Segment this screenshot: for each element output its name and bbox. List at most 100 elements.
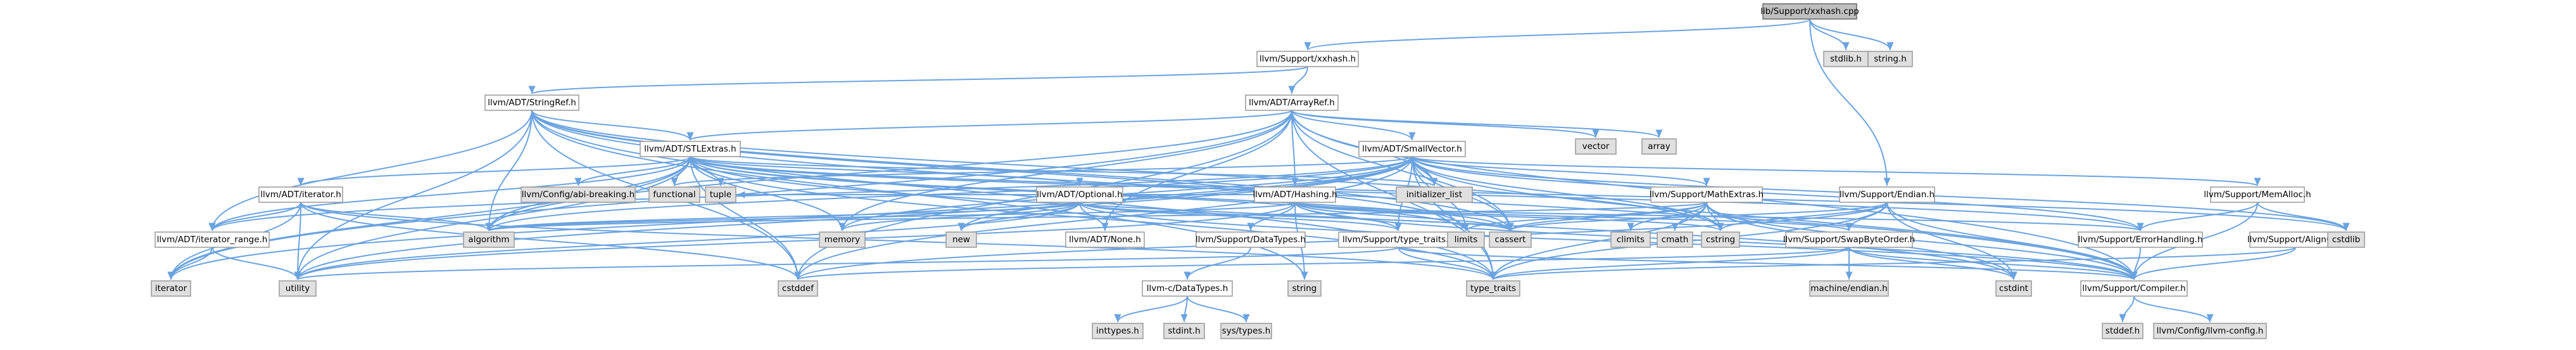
node-box — [1762, 3, 1857, 20]
node-memory[interactable]: memory — [819, 231, 866, 248]
node-stlextras[interactable]: llvm/ADT/STLExtras.h — [640, 141, 741, 157]
edge-hashing-to-cassert — [1294, 202, 1514, 231]
node-label: cstddef — [782, 283, 814, 294]
node-none-h[interactable]: llvm/ADT/None.h — [1065, 231, 1145, 248]
node-box — [1575, 138, 1617, 155]
edge-alignof-to-type-traits — [1490, 247, 2296, 280]
edge-swapbyteorder-to-compiler — [1848, 247, 2138, 280]
edge-stlextras-to-iterator-h — [297, 156, 691, 186]
edge-type-traits-h-to-type-traits — [1398, 247, 1497, 280]
edge-endian-to-cstring — [1717, 202, 1888, 231]
node-iterator-h[interactable]: llvm/ADT/iterator.h — [258, 186, 343, 203]
node-label: string.h — [1874, 54, 1907, 64]
edge-smallvector-to-errorhandling — [1411, 156, 2144, 231]
node-label: llvm/Support/xxhash.h — [1260, 54, 1356, 64]
edge-endian-to-cassert — [1506, 202, 1888, 231]
node-utility[interactable]: utility — [279, 280, 317, 297]
node-box — [1338, 231, 1458, 248]
node-mathextras[interactable]: llvm/Support/MathExtras.h — [1650, 186, 1764, 203]
node-vector[interactable]: vector — [1575, 138, 1617, 155]
node-label: llvm/ADT/SmallVector.h — [1362, 144, 1462, 154]
node-type-traits[interactable]: type_traits — [1466, 280, 1520, 297]
edge-smallvector-to-new — [957, 156, 1413, 231]
edge-endian-to-cstdint — [1886, 202, 2017, 280]
node-endian[interactable]: llvm/Support/Endian.h — [1839, 186, 1935, 203]
edge-iterator-h-to-algorithm — [300, 202, 493, 231]
edge-stlextras-to-type-traits — [690, 156, 1497, 280]
node-stdlib-h[interactable]: stdlib.h — [1823, 51, 1869, 67]
node-functional[interactable]: functional — [648, 186, 700, 203]
node-iterator[interactable]: iterator — [151, 280, 191, 297]
node-box — [648, 186, 700, 203]
edge-swapbyteorder-to-cstddef — [795, 247, 1850, 280]
node-box — [1447, 231, 1485, 248]
node-llvm-config[interactable]: llvm/Config/llvm-config.h — [2153, 323, 2267, 339]
node-label: llvm/Support/type_traits.h — [1342, 235, 1454, 245]
node-layer: lib/Support/xxhash.cpp stdlib.h string.h ll… — [151, 3, 2365, 339]
node-cstdint[interactable]: cstdint — [1995, 280, 2032, 297]
edge-hashing-to-errorhandling — [1294, 202, 2144, 231]
node-stdint[interactable]: stdint.h — [1163, 323, 1205, 339]
edge-optional-h-to-algorithm — [485, 202, 1080, 231]
node-alignof[interactable]: llvm/Support/AlignOf.h — [2247, 231, 2344, 248]
node-iterator-range[interactable]: llvm/ADT/iterator_range.h — [155, 231, 270, 248]
node-label: climits — [1617, 235, 1645, 245]
node-llvmc-datatypes[interactable]: llvm-c/DataTypes.h — [1142, 280, 1233, 297]
node-cassert[interactable]: cassert — [1489, 231, 1532, 248]
node-stringref[interactable]: llvm/ADT/StringRef.h — [484, 94, 579, 111]
node-memalloc[interactable]: llvm/Support/MemAlloc.h — [2204, 186, 2311, 203]
node-compiler[interactable]: llvm/Support/Compiler.h — [2080, 280, 2188, 297]
node-systypes[interactable]: sys/types.h — [1220, 323, 1272, 339]
node-label: cstdint — [1999, 283, 2028, 294]
edge-hashing-to-cstring — [1294, 202, 1724, 231]
node-type-traits-h[interactable]: llvm/Support/type_traits.h — [1338, 231, 1458, 248]
edge-stlextras-to-abibreaking — [574, 156, 691, 186]
edge-arrayref-to-vector — [1291, 110, 1600, 138]
node-cstring[interactable]: cstring — [1701, 231, 1740, 248]
node-string[interactable]: string — [1287, 280, 1322, 297]
node-box — [778, 280, 818, 297]
edge-datatypes-h-to-llvmc-datatypes — [1184, 247, 1251, 280]
node-box — [1650, 186, 1763, 203]
node-optional-h[interactable]: llvm/ADT/Optional.h — [1036, 186, 1123, 203]
node-xxhash-h[interactable]: llvm/Support/xxhash.h — [1256, 51, 1359, 67]
node-tuple[interactable]: tuple — [705, 186, 736, 203]
edge-xxhash-cpp-to-string-h — [1809, 18, 1894, 51]
node-label: cmath — [1662, 235, 1689, 245]
node-cstdlib[interactable]: cstdlib — [2327, 231, 2365, 248]
edge-xxhash-cpp-to-xxhash-h — [1304, 18, 1810, 51]
edge-stlextras-to-cstdlib — [690, 156, 2350, 231]
node-new[interactable]: new — [945, 231, 977, 248]
node-label: llvm/Support/Compiler.h — [2082, 283, 2185, 294]
node-label: llvm/ADT/Hashing.h — [1253, 190, 1337, 200]
node-label: inttypes.h — [1096, 326, 1139, 336]
node-label: llvm/Config/llvm-config.h — [2157, 326, 2264, 336]
node-inttypes[interactable]: inttypes.h — [1092, 323, 1144, 339]
node-machine-endian[interactable]: machine/endian.h — [1809, 280, 1889, 297]
node-label: cassert — [1495, 235, 1526, 245]
node-errorhandling[interactable]: llvm/Support/ErrorHandling.h — [2078, 231, 2203, 248]
node-datatypes-h[interactable]: llvm/Support/DataTypes.h — [1196, 231, 1306, 248]
node-box — [2327, 231, 2365, 248]
node-algorithm[interactable]: algorithm — [463, 231, 515, 248]
node-cmath[interactable]: cmath — [1657, 231, 1693, 248]
edge-smallvector-to-iterator-range — [208, 156, 1413, 231]
node-climits[interactable]: climits — [1610, 231, 1651, 248]
node-hashing[interactable]: llvm/ADT/Hashing.h — [1253, 186, 1337, 203]
node-label: tuple — [710, 190, 731, 200]
node-arrayref[interactable]: llvm/ADT/ArrayRef.h — [1245, 94, 1339, 111]
node-limits[interactable]: limits — [1447, 231, 1485, 248]
node-cstddef[interactable]: cstddef — [778, 280, 818, 297]
node-box — [2102, 323, 2144, 339]
node-xxhash-cpp[interactable]: lib/Support/xxhash.cpp — [1760, 3, 1859, 20]
edge-smallvector-to-utility — [294, 156, 1413, 280]
edge-iterator-range-to-iterator — [167, 247, 213, 280]
node-abibreaking[interactable]: llvm/Config/abi-breaking.h — [521, 186, 636, 203]
node-swapbyteorder[interactable]: llvm/Support/SwapByteOrder.h — [1783, 231, 1915, 248]
node-initializer-list[interactable]: initializer_list — [1396, 186, 1473, 203]
edge-mathextras-to-limits — [1462, 202, 1707, 231]
node-stddef-h[interactable]: stddef.h — [2102, 323, 2144, 339]
node-array[interactable]: array — [1641, 138, 1677, 155]
node-string-h[interactable]: string.h — [1867, 51, 1913, 67]
node-smallvector[interactable]: llvm/ADT/SmallVector.h — [1358, 141, 1466, 157]
